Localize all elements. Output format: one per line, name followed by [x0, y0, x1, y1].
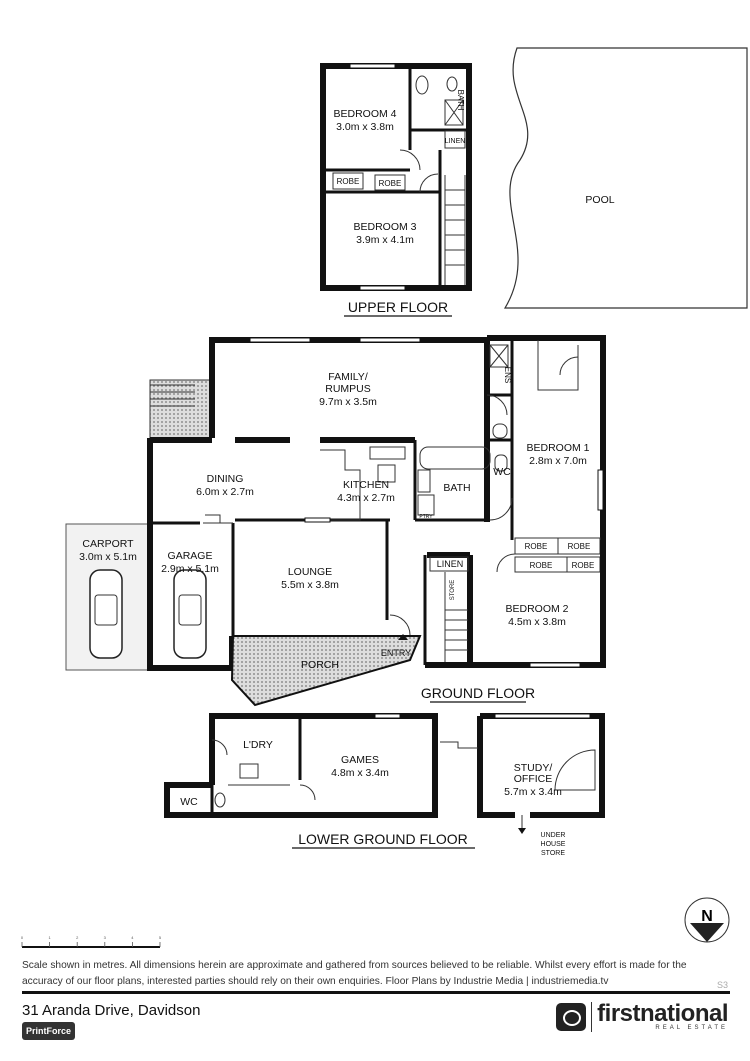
- scale-tick-label: 3: [104, 935, 107, 940]
- bath-label: BATH: [443, 482, 470, 494]
- car-icon: [89, 569, 123, 659]
- robe-label: ROBE: [572, 561, 595, 570]
- entry-label: ENTRY: [381, 648, 411, 658]
- room-name: GAMES: [341, 754, 379, 766]
- ground-stairs: [444, 572, 468, 662]
- first-national-logo: firstnational REAL ESTATE: [556, 1002, 728, 1032]
- porch-label: PORCH: [301, 659, 339, 671]
- under-house-store-label: HOUSE: [541, 841, 566, 848]
- north-arrow-icon: N: [684, 897, 730, 943]
- laundry-label: L'DRY: [243, 739, 273, 751]
- upper-floor-title: UPPER FLOOR: [348, 299, 448, 315]
- room-size: 2.8m x 7.0m: [529, 455, 587, 467]
- bath-label: BATH: [456, 90, 465, 111]
- divider: [22, 991, 730, 994]
- lower-ground-floor-title: LOWER GROUND FLOOR: [298, 831, 468, 847]
- room-name: BEDROOM 2: [505, 603, 568, 615]
- upper-floor: BEDROOM 4 3.0m x 3.8m BEDROOM 3 3.9m x 4…: [320, 63, 472, 317]
- room-name: STUDY/: [514, 762, 553, 774]
- room-size: 9.7m x 3.5m: [319, 396, 377, 408]
- printforce-logo: PrintForce: [22, 1022, 76, 1040]
- disclaimer: Scale shown in metres. All dimensions he…: [22, 960, 687, 987]
- room-size: 4.5m x 3.8m: [508, 616, 566, 628]
- car-icon: [173, 569, 207, 659]
- room-size: 3.0m x 3.8m: [336, 121, 394, 133]
- room-size: 5.7m x 3.4m: [504, 786, 562, 798]
- room-name: DINING: [207, 473, 244, 485]
- under-house-store-label: UNDER: [541, 832, 566, 839]
- property-address: 31 Aranda Drive, Davidson: [22, 1002, 201, 1019]
- room-size: 2.9m x 5.1m: [161, 563, 219, 575]
- wc-label: WC: [180, 796, 198, 808]
- robe-label: ROBE: [525, 542, 548, 551]
- room-size: 4.3m x 2.7m: [337, 492, 395, 504]
- scale-tick-label: 4: [131, 935, 134, 940]
- north-label: N: [701, 908, 713, 925]
- scale-tick-label: 1: [48, 935, 51, 940]
- upper-stairs: [444, 175, 466, 285]
- robe-label: ROBE: [337, 177, 360, 186]
- ground-floor-title: GROUND FLOOR: [421, 685, 535, 701]
- room-size: 3.9m x 4.1m: [356, 234, 414, 246]
- under-house-store-label: STORE: [541, 850, 565, 857]
- room-name: RUMPUS: [325, 383, 371, 395]
- store-label: STORE: [450, 580, 456, 601]
- wc-label: WC: [493, 466, 511, 478]
- room-size: 6.0m x 2.7m: [196, 486, 254, 498]
- pantry-label: PTRY: [419, 514, 433, 520]
- brand-name: firstnational: [597, 1000, 728, 1027]
- divider: [591, 1002, 593, 1032]
- room-size: 5.5m x 3.8m: [281, 579, 339, 591]
- room-name: OFFICE: [514, 773, 553, 785]
- room-name: LOUNGE: [288, 566, 332, 578]
- room-size: 3.0m x 5.1m: [79, 551, 137, 563]
- room-name: KITCHEN: [343, 479, 389, 491]
- brand-mark-icon: [556, 1003, 587, 1031]
- scale-tick-label: 0: [21, 935, 24, 940]
- robe-label: ROBE: [379, 179, 402, 188]
- scale-tick-label: 5: [159, 935, 162, 940]
- linen-label: LINEN: [445, 138, 466, 145]
- ens-label: ENS: [503, 367, 512, 383]
- pool: POOL: [503, 47, 748, 309]
- scale-bar: 0 1 2 3 4 5: [21, 935, 162, 948]
- brand-subtitle: REAL ESTATE: [655, 1025, 728, 1031]
- robe-label: ROBE: [568, 542, 591, 551]
- deck-stairs: [149, 380, 195, 410]
- ground-floor: FAMILY/ RUMPUS 9.7m x 3.5m DINING 6.0m x…: [65, 335, 606, 707]
- scale-tick-label: 2: [76, 935, 79, 940]
- room-name: BEDROOM 1: [526, 442, 589, 454]
- lower-ground-floor: L'DRY WC GAMES 4.8m x 3.4m STUDY/ OFFICE…: [164, 713, 605, 857]
- pool-label: POOL: [585, 194, 614, 206]
- robe-label: ROBE: [530, 561, 553, 570]
- room-name: CARPORT: [82, 538, 134, 550]
- room-name: GARAGE: [168, 550, 213, 562]
- room-name: FAMILY/: [328, 371, 368, 383]
- linen-label: LINEN: [437, 559, 464, 569]
- sheet-number: S3: [716, 980, 728, 990]
- room-name: BEDROOM 3: [353, 221, 416, 233]
- room-size: 4.8m x 3.4m: [331, 767, 389, 779]
- room-name: BEDROOM 4: [333, 108, 396, 120]
